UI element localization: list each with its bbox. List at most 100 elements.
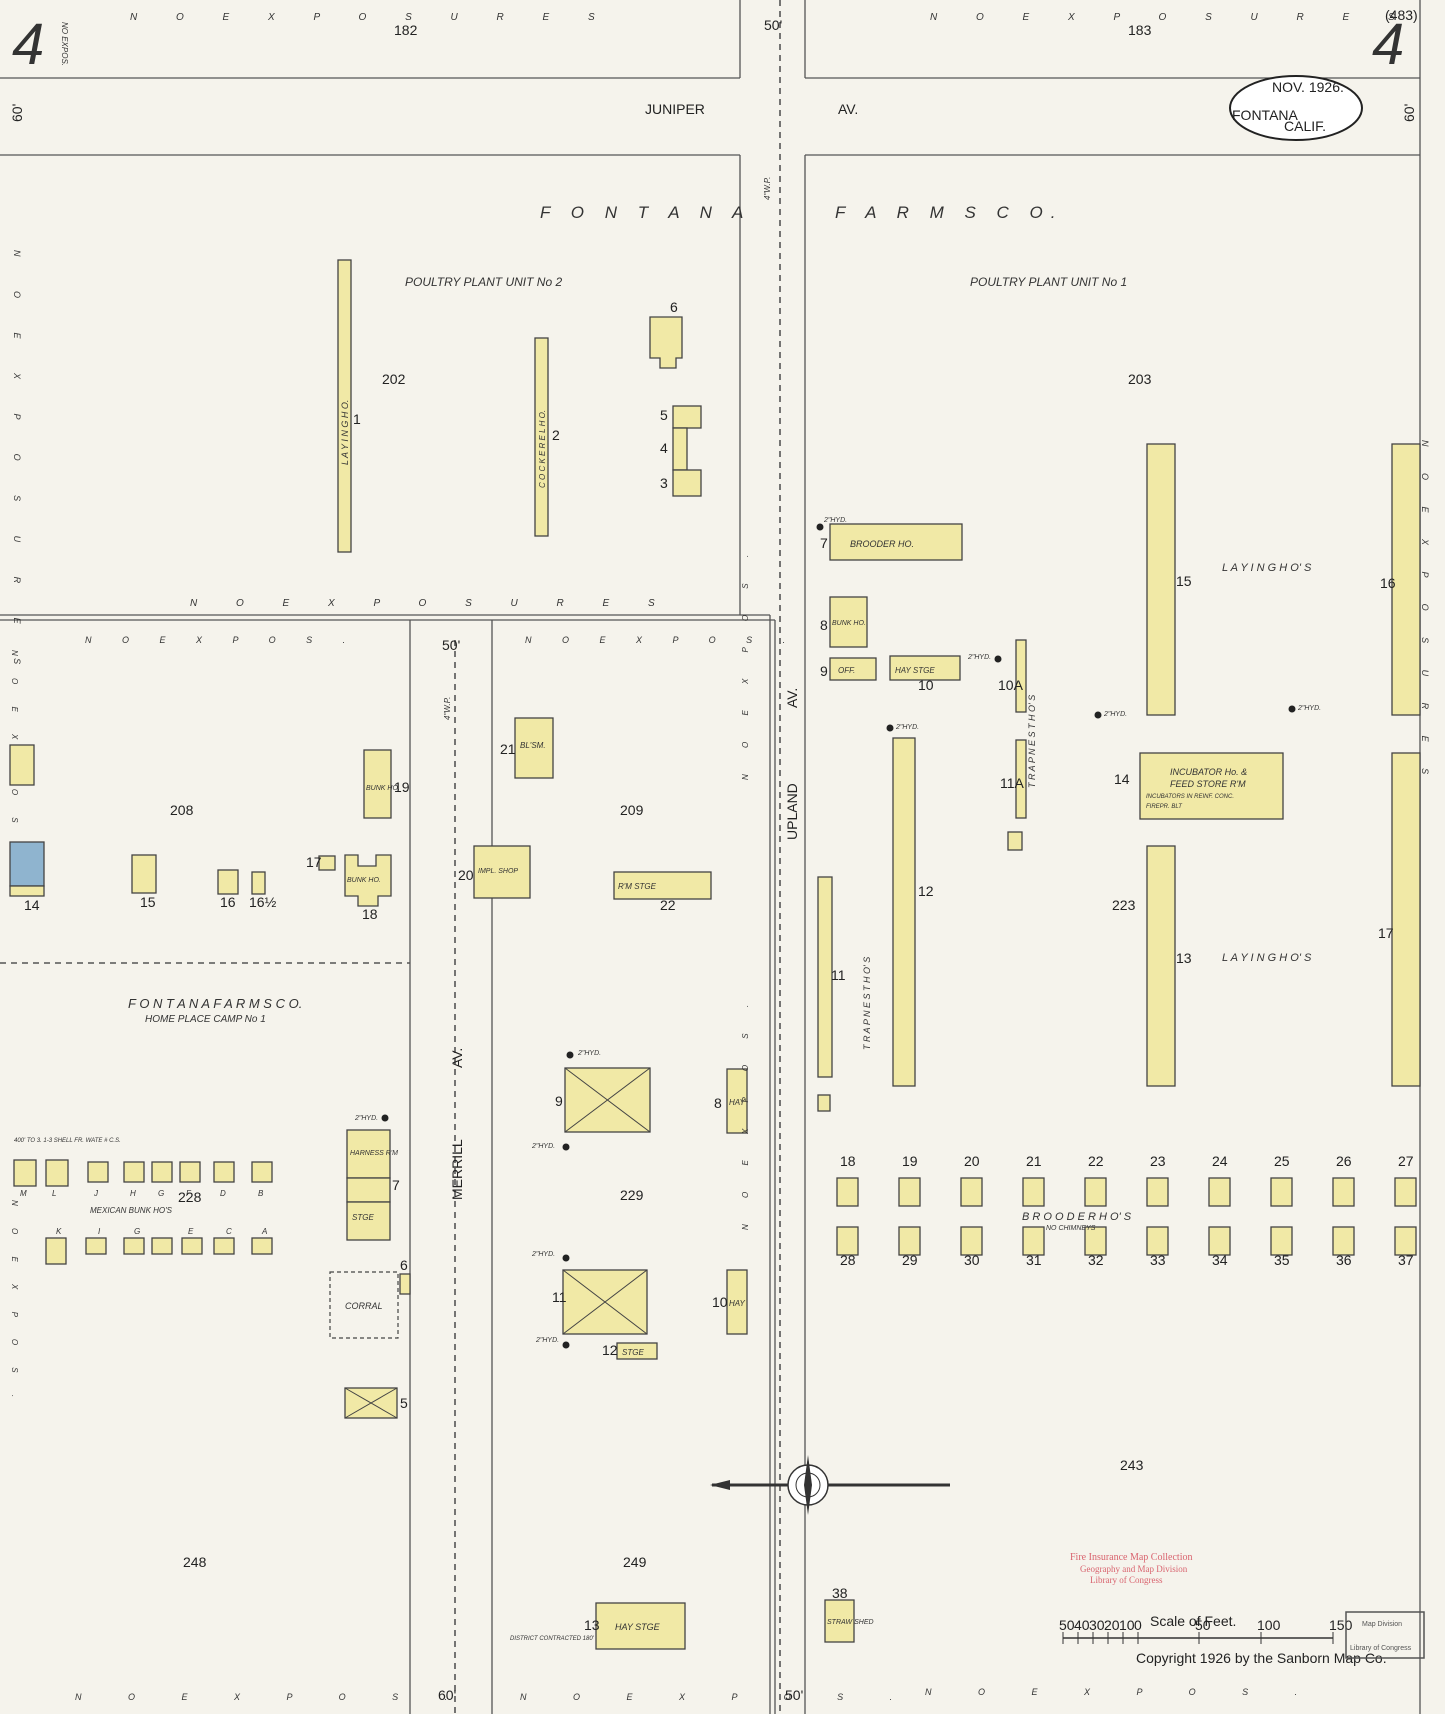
- hydrant-label-228: 2"HYD.: [354, 1115, 378, 1122]
- merrill-label: MERRILL: [449, 1139, 465, 1200]
- hydrant-label-9b: 2"HYD.: [531, 1143, 555, 1150]
- stamp2-line-1: Map Division: [1362, 1621, 1402, 1628]
- stamp-line-2: Geography and Map Division: [1080, 1564, 1188, 1574]
- building-11-trap-nest: [817, 876, 833, 1078]
- title-date: NOV. 1926.: [1272, 79, 1344, 95]
- hydrant-label-12: 2"HYD.: [895, 724, 919, 731]
- building-10-hay: [726, 1269, 748, 1335]
- brooder-house: [1394, 1226, 1417, 1256]
- bunk-house: [87, 1161, 109, 1183]
- brooder-hos-label: B R O O D E R H O' S: [1022, 1211, 1132, 1223]
- brooder-house: [1084, 1177, 1107, 1207]
- bldg-num-8b: 8: [714, 1095, 722, 1111]
- building-20-impl-shop: [473, 845, 531, 899]
- bldg-num-12b: 12: [602, 1342, 618, 1358]
- bldg-num-14b: 14: [24, 897, 40, 913]
- brooder-number: 29: [902, 1252, 918, 1268]
- impl-shop-label: IMPL. SHOP: [478, 868, 518, 875]
- map-division-stamp: Map Division Library of Congress: [1345, 1611, 1425, 1659]
- block-208-buildings: 14 15 16 16½ 17 BUNK HO. 18 BUNK HO. 19: [9, 744, 410, 922]
- building-5: [672, 405, 702, 429]
- bunk-letter: G: [134, 1227, 140, 1236]
- block-228: 228: [178, 1189, 202, 1205]
- laying-hos-label-lower: L A Y I N G H O' S: [1222, 952, 1312, 964]
- brooder-house: [960, 1226, 983, 1256]
- bldg-num-17: 17: [1378, 925, 1394, 941]
- block-203-buildings: BROODER HO. 7 2"HYD. BUNK HO. 8 OFF. 9 H…: [816, 440, 1430, 1112]
- bldg-num-16: 16: [1380, 575, 1396, 591]
- bunk-ho-label-18: BUNK HO.: [347, 877, 381, 884]
- bunk-letter: D: [220, 1189, 226, 1198]
- scale-tick-label: 100: [1257, 1617, 1281, 1633]
- building-2-cockerel-ho: [534, 337, 549, 537]
- brooder-number: 36: [1336, 1252, 1352, 1268]
- brooder-house: [1022, 1226, 1045, 1256]
- building-15b: [131, 854, 157, 894]
- brooder-ho-label: BROODER HO.: [850, 539, 914, 549]
- laying-ho-label: L A Y I N G H O.: [340, 400, 350, 465]
- brooder-house: [1332, 1177, 1355, 1207]
- bldg-num-10b: 10: [712, 1294, 728, 1310]
- bunk-letter: H: [130, 1189, 136, 1198]
- title-city: FONTANA: [1232, 107, 1299, 123]
- brooder-house: [1084, 1226, 1107, 1256]
- exposures-bottom-249: N O E X P O S .: [520, 1692, 914, 1702]
- block-228-buildings: 2"HYD. HARNESS R'M STGE 7 CORRAL 6 5 N O…: [10, 1114, 411, 1419]
- exposures-top-left: N O E X P O S U R E S: [130, 12, 613, 23]
- harness-rm-label: HARNESS R'M: [350, 1150, 398, 1157]
- building-17b: [318, 855, 336, 871]
- bunk-letter: K: [56, 1227, 62, 1236]
- hydrant-icon: [886, 724, 894, 732]
- bunk-letter: I: [98, 1227, 101, 1236]
- hydrant-label-12b: 2"HYD.: [535, 1337, 559, 1344]
- stge-label-7: STGE: [352, 1213, 374, 1222]
- incubator-note: INCUBATORS IN REINF. CONC.: [1146, 794, 1234, 800]
- unit-2-label: POULTRY PLANT UNIT No 2: [405, 275, 562, 289]
- hydrant-label-7: 2"HYD.: [823, 517, 847, 524]
- building-14-incubator: [1139, 752, 1284, 820]
- bunk-ho-label-19: BUNK HO.: [366, 785, 400, 792]
- hydrant-icon: [562, 1341, 570, 1349]
- upland-label: UPLAND: [784, 783, 800, 840]
- top-right-note: (483): [1385, 7, 1418, 23]
- exposures-block209-top: N O E X P O S .: [525, 635, 799, 645]
- exposures-bottom-243: N O E X P O S .: [925, 1687, 1319, 1697]
- block-249-buildings: HAY STGE 13 DISTRICT CONTRACTED 180': [510, 1602, 686, 1650]
- rm-stge-label: R'M STGE: [618, 882, 657, 891]
- block-183: 183: [1128, 22, 1152, 38]
- hydrant-label-10: 2"HYD.: [967, 654, 991, 661]
- bunk-letter: M: [20, 1189, 27, 1198]
- hydrant-label-14b: 2"HYD.: [1297, 705, 1321, 712]
- block-202: 202: [382, 371, 406, 387]
- upland-pipe-label: 4"W.P.: [763, 177, 772, 200]
- building-left-edge: [9, 744, 35, 786]
- bunk-house: [45, 1237, 67, 1265]
- brooder-number: 24: [1212, 1153, 1228, 1169]
- bldg-num-8: 8: [820, 617, 828, 633]
- building-7-a: [346, 1177, 391, 1203]
- brooder-number: 25: [1274, 1153, 1290, 1169]
- bldg-num-17b: 17: [306, 854, 322, 870]
- exposures-block229-right: N O E X P O S .: [741, 993, 750, 1230]
- building-12-stge: [616, 1342, 658, 1360]
- sheet-number-left: 4: [12, 12, 44, 77]
- bldg-num-9b: 9: [555, 1093, 563, 1109]
- brooder-number: 37: [1398, 1252, 1414, 1268]
- building-38-straw-shed: [824, 1599, 855, 1643]
- stamp2-line-2: Library of Congress: [1350, 1645, 1412, 1652]
- library-stamp: Fire Insurance Map Collection Geography …: [1070, 1552, 1192, 1585]
- bunk-house: [251, 1161, 273, 1183]
- bldg-num-15b: 15: [140, 894, 156, 910]
- block-243-buildings: STRAW SHED 38: [824, 1585, 874, 1643]
- block-182: 182: [394, 22, 418, 38]
- bldg-num-16half: 16½: [249, 894, 277, 910]
- bldg-num-9: 9: [820, 663, 828, 679]
- bldg-num-5b: 5: [400, 1395, 408, 1411]
- exposures-block208-top: N O E X P O S .: [85, 635, 359, 645]
- building-21-blacksmith: [514, 717, 554, 779]
- building-10-hay-stge: [889, 655, 961, 681]
- bldg-num-12: 12: [918, 883, 934, 899]
- brooder-number: 23: [1150, 1153, 1166, 1169]
